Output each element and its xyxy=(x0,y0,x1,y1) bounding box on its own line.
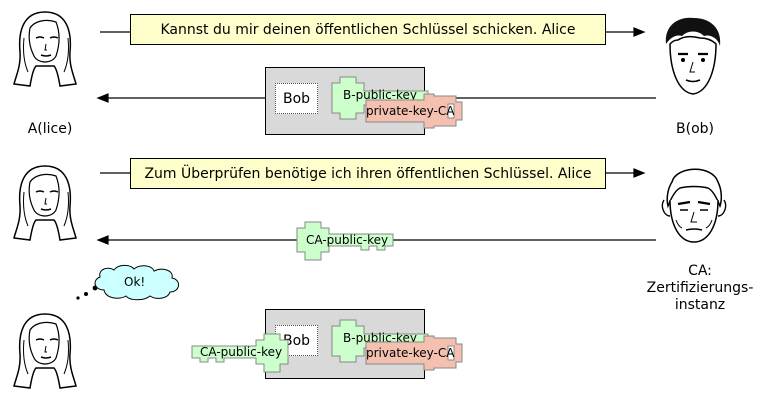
alice-avatar-1 xyxy=(13,11,77,87)
b-public-key-label: B-public-key xyxy=(343,88,418,102)
bob-avatar xyxy=(665,17,721,95)
private-key-ca-label: private-key-CA xyxy=(366,104,455,118)
certificate-owner: Bob xyxy=(275,83,318,114)
thought-cloud-icon xyxy=(94,264,179,301)
ca-label-line1: CA: xyxy=(688,263,712,279)
ca-label: CA: Zertifizierungs- instanz xyxy=(640,263,760,314)
alice-avatar-2 xyxy=(13,165,77,241)
alice-label: A(lice) xyxy=(27,121,73,137)
message-request-bob-key: Kannst du mir deinen öffentlichen Schlüs… xyxy=(130,14,606,45)
ca-avatar xyxy=(661,168,727,243)
bob-label: B(ob) xyxy=(676,121,714,137)
private-key-ca-icon xyxy=(365,93,463,129)
private-key-ca-label-verify: private-key-CA xyxy=(366,346,455,360)
alice-avatar-3 xyxy=(13,313,77,389)
private-key-ca-icon-verify xyxy=(365,335,463,371)
message-request-ca-key: Zum Überprüfen benötige ich ihren öffent… xyxy=(130,158,606,189)
arrowhead-ca-to-alice xyxy=(96,235,109,245)
ca-public-key-label-verify: CA-public-key xyxy=(200,345,283,359)
thought-text: Ok! xyxy=(124,275,146,289)
ca-label-line2: Zertifizierungs- xyxy=(646,280,754,296)
ca-label-line3: instanz xyxy=(674,297,726,313)
arrowhead-alice-to-bob xyxy=(633,27,646,37)
thought-dot xyxy=(76,296,80,300)
thought-dot xyxy=(84,292,88,296)
ca-public-key-icon-verify xyxy=(191,333,289,373)
arrowhead-bob-to-alice xyxy=(96,93,109,103)
arrowhead-alice-to-ca xyxy=(633,168,646,178)
ca-public-key-label: CA-public-key xyxy=(306,233,389,247)
ca-public-key-icon xyxy=(296,221,394,261)
